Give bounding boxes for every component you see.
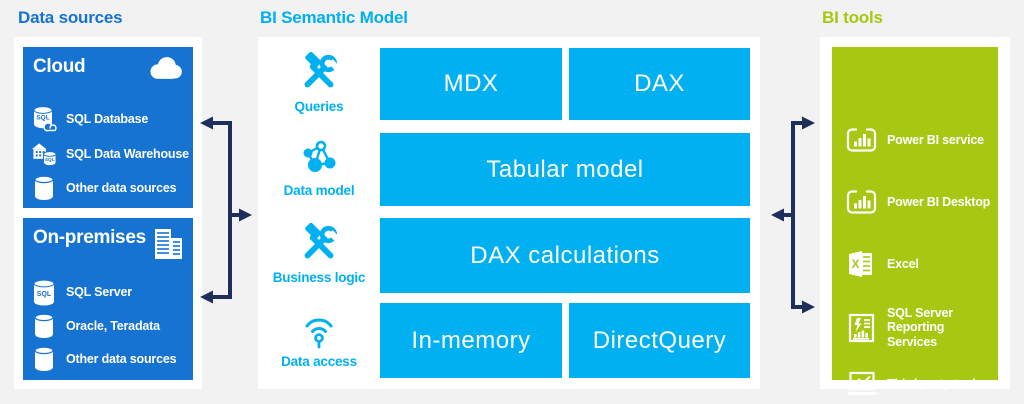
network-graph-icon [299,138,339,183]
list-item: SQL SQL Data Warehouse [31,140,191,168]
tool-label: Power BI service [887,132,984,147]
database-cylinder-icon [31,312,57,340]
directquery-box: DirectQuery [569,303,750,378]
report-icon [845,313,878,343]
data-access-cell: Data access [259,313,379,369]
sql-server-icon: SQL [31,278,57,306]
sql-database-icon: SQL [31,105,57,133]
bi-tools-box: Power BI service Power BI Desktop [832,47,998,395]
tool-label: Third party tools [887,376,983,391]
source-label: Other data sources [66,181,177,195]
on-premises-box: On-premises [23,218,193,380]
hammer-wrench-icon [298,222,341,270]
tool-label: Excel [887,256,919,271]
list-item: X Excel [845,249,992,279]
source-label: SQL Database [66,112,149,126]
in-memory-box: In-memory [380,303,562,378]
list-item: Other data sources [31,345,191,373]
chart-screen-icon [845,369,878,399]
queries-label: Queries [294,99,344,114]
data-model-cell: Data model [259,138,379,198]
svg-text:SQL: SQL [36,115,49,122]
list-item: SQL SQL Server [31,278,191,306]
tabular-model-box: Tabular model [380,133,750,206]
source-label: SQL Server [66,285,132,299]
data-model-label: Data model [283,183,355,198]
data-access-label: Data access [281,354,357,369]
hammer-wrench-icon [298,51,341,99]
data-sources-title: Data sources [18,8,123,27]
bi-semantic-model-title: BI Semantic Model [260,8,408,27]
svg-text:X: X [851,257,859,271]
cloud-icon [145,56,185,85]
list-item: Other data sources [31,174,191,202]
cloud-box: Cloud SQL SQL Database [23,47,193,208]
source-label: SQL Data Warehouse [66,147,189,161]
power-bi-icon [845,187,878,217]
tool-label: SQL Server Reporting Services [887,306,953,349]
buildings-icon [151,227,185,266]
mdx-box: MDX [380,48,562,120]
list-item: SQL Server Reporting Services [845,306,992,349]
database-cylinder-icon [31,174,57,202]
list-item: Power BI Desktop [845,187,992,217]
list-item: Oracle, Teradata [31,312,191,340]
queries-cell: Queries [259,51,379,114]
excel-icon: X [845,249,878,279]
svg-text:SQL: SQL [45,157,55,163]
power-bi-icon [845,125,878,155]
svg-text:SQL: SQL [37,291,52,298]
dax-box: DAX [569,48,750,120]
wifi-icon [299,313,339,354]
tool-label: Power BI Desktop [887,194,991,209]
on-premises-box-title: On-premises [33,227,146,248]
source-label: Other data sources [66,352,177,366]
list-item: SQL SQL Database [31,105,191,133]
business-logic-label: Business logic [272,270,366,285]
business-logic-cell: Business logic [259,222,379,285]
bi-tools-title: BI tools [822,8,883,27]
sql-data-warehouse-icon: SQL [31,140,57,168]
source-label: Oracle, Teradata [66,319,160,333]
list-item: Power BI service [845,125,992,155]
cloud-box-title: Cloud [33,56,86,77]
dax-calculations-box: DAX calculations [380,218,750,293]
database-cylinder-icon [31,345,57,373]
list-item: Third party tools [845,369,992,399]
